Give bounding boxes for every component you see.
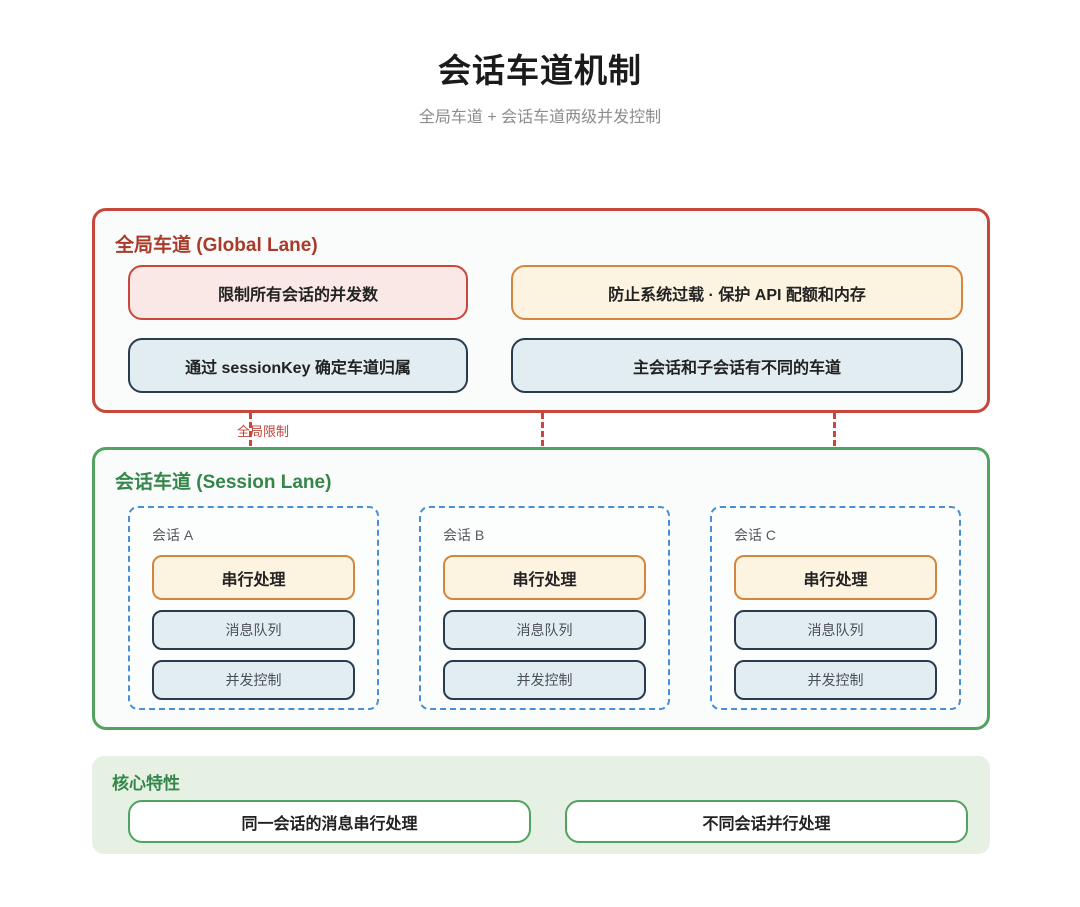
session-card-c: 会话 C 串行处理 消息队列 并发控制 xyxy=(710,506,961,710)
global-pill-limit-concurrency: 限制所有会话的并发数 xyxy=(128,265,468,320)
session-lane-title: 会话车道 (Session Lane) xyxy=(115,472,332,493)
session-a-concurrency-control-pill: 并发控制 xyxy=(152,660,355,700)
session-c-message-queue-pill: 消息队列 xyxy=(734,610,937,650)
core-features-title: 核心特性 xyxy=(112,774,180,793)
session-card-b-label: 会话 B xyxy=(443,527,485,543)
core-features-section: 核心特性 同一会话的消息串行处理 不同会话并行处理 xyxy=(92,756,990,854)
global-lane-grid: 限制所有会话的并发数 防止系统过载 · 保护 API 配额和内存 通过 sess… xyxy=(128,265,963,393)
session-c-concurrency-control-pill: 并发控制 xyxy=(734,660,937,700)
session-b-message-queue-pill: 消息队列 xyxy=(443,610,646,650)
page-title: 会话车道机制 xyxy=(438,52,642,89)
session-c-serial-processing-pill: 串行处理 xyxy=(734,555,937,600)
session-a-message-queue-pill: 消息队列 xyxy=(152,610,355,650)
session-card-c-label: 会话 C xyxy=(734,527,776,543)
session-card-b: 会话 B 串行处理 消息队列 并发控制 xyxy=(419,506,670,710)
session-card-a-label: 会话 A xyxy=(152,527,194,543)
global-pill-sessionkey-lane: 通过 sessionKey 确定车道归属 xyxy=(128,338,468,393)
global-pill-main-sub-lanes: 主会话和子会话有不同的车道 xyxy=(511,338,963,393)
page-subtitle: 全局车道 + 会话车道两级并发控制 xyxy=(418,109,662,126)
session-lane-section: 会话车道 (Session Lane) 会话 A 串行处理 消息队列 并发控制 … xyxy=(92,447,990,730)
global-pill-prevent-overload: 防止系统过载 · 保护 API 配额和内存 xyxy=(511,265,963,320)
session-card-a: 会话 A 串行处理 消息队列 并发控制 xyxy=(128,506,379,710)
session-cards-row: 会话 A 串行处理 消息队列 并发控制 会话 B 串行处理 消息队列 并发控制 … xyxy=(128,506,961,710)
global-lane-title: 全局车道 (Global Lane) xyxy=(115,235,318,256)
feature-pill-parallel-different-sessions: 不同会话并行处理 xyxy=(565,800,968,843)
session-a-serial-processing-pill: 串行处理 xyxy=(152,555,355,600)
session-b-serial-processing-pill: 串行处理 xyxy=(443,555,646,600)
session-b-concurrency-control-pill: 并发控制 xyxy=(443,660,646,700)
global-limit-arrow-label: 全局限制 xyxy=(237,424,290,439)
feature-pill-serial-same-session: 同一会话的消息串行处理 xyxy=(128,800,531,843)
core-features-pills-row: 同一会话的消息串行处理 不同会话并行处理 xyxy=(128,800,968,843)
global-lane-section: 全局车道 (Global Lane) 限制所有会话的并发数 防止系统过载 · 保… xyxy=(92,208,990,413)
